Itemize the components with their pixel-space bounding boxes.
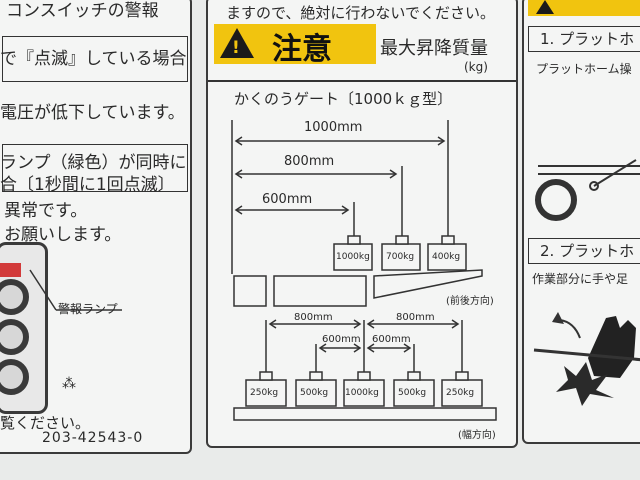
left-line-4: ランプ（緑色）が同時に bbox=[0, 153, 187, 173]
right-label-panel: 1. プラットホ プラットホーム操 2. プラットホ 作業部分に手や足 bbox=[522, 0, 640, 444]
red-lamp-icon bbox=[0, 263, 21, 277]
width-dim-600mm-right: 600mm bbox=[372, 334, 411, 345]
header-divider bbox=[208, 80, 516, 82]
width-weight-250kg-left: 250kg bbox=[250, 388, 279, 398]
step1-text: プラットホーム操 bbox=[536, 62, 632, 76]
left-notice-box-2 bbox=[2, 144, 188, 192]
width-dim-600mm-left: 600mm bbox=[322, 334, 361, 345]
width-weight-250kg-right: 250kg bbox=[446, 388, 475, 398]
mid-top-line: ますので、絶対に行わないでください。 bbox=[226, 4, 495, 22]
width-dim-800mm-right: 800mm bbox=[396, 312, 435, 323]
step1-box bbox=[528, 26, 640, 52]
weight-700kg: 700kg bbox=[386, 252, 415, 262]
lamp-leader-line bbox=[29, 269, 122, 311]
width-weight-500kg-left: 500kg bbox=[300, 388, 329, 398]
left-notice-box-1 bbox=[2, 36, 188, 82]
dim-800mm: 800mm bbox=[284, 154, 335, 169]
load-diagram bbox=[231, 120, 497, 421]
switch-button-icon-3 bbox=[0, 359, 29, 395]
step2-text: 作業部分に手や足 bbox=[532, 272, 629, 286]
exclamation-icon: ! bbox=[232, 38, 240, 58]
left-line-9: 覧ください。 bbox=[0, 414, 91, 432]
left-line-7: お願いします。 bbox=[4, 225, 122, 245]
warning-lamp-panel-illustration bbox=[0, 242, 48, 414]
right-warning-triangle-icon bbox=[536, 0, 554, 14]
width-direction: (幅方向) bbox=[458, 430, 496, 441]
switch-button-icon-2 bbox=[0, 319, 29, 355]
width-dim-800mm-left: 800mm bbox=[294, 312, 333, 323]
hand-pinch-illustration bbox=[533, 312, 640, 406]
caution-title: 注意 bbox=[272, 32, 332, 67]
dim-600mm: 600mm bbox=[262, 192, 313, 207]
lift-mechanism-illustration bbox=[535, 159, 640, 221]
left-line-5: 合〔1秒間に1回点滅〕 bbox=[0, 175, 175, 195]
caution-label-panel: ますので、絶対に行わないでください。 ! 注意 最大昇降質量 (kg) かくのう… bbox=[206, 0, 518, 448]
step2-box bbox=[528, 238, 640, 264]
weight-400kg: 400kg bbox=[432, 252, 461, 262]
left-line-2: で『点滅』している場合 bbox=[0, 49, 187, 69]
right-caution-header bbox=[528, 0, 640, 16]
unit-label: (kg) bbox=[464, 60, 488, 74]
gate-subtitle: かくのうゲート〔1000ｋｇ型〕 bbox=[234, 90, 453, 108]
part-number: 203-42543-0 bbox=[42, 430, 144, 446]
max-lift-heading: 最大昇降質量 bbox=[380, 38, 488, 59]
left-line-1: コンスイッチの警報 bbox=[6, 1, 159, 21]
scratch-mark-icon: ⁂ bbox=[62, 376, 76, 392]
weight-1000kg: 1000kg bbox=[336, 252, 370, 262]
left-line-3: 電圧が低下しています。 bbox=[0, 103, 185, 123]
caution-header: ! 注意 bbox=[214, 24, 376, 67]
width-weight-500kg-right: 500kg bbox=[398, 388, 427, 398]
switch-button-icon-1 bbox=[0, 279, 29, 315]
step1-title: 1. プラットホ bbox=[540, 30, 635, 48]
dim-1000mm: 1000mm bbox=[304, 120, 363, 135]
width-weight-1000kg: 1000kg bbox=[345, 388, 379, 398]
left-line-6: 異常です。 bbox=[4, 201, 88, 221]
left-label-panel: コンスイッチの警報 で『点滅』している場合 電圧が低下しています。 ランプ（緑色… bbox=[0, 0, 192, 454]
warning-lamp-label: 警報ランプ bbox=[58, 302, 118, 316]
warning-triangle-icon bbox=[220, 28, 254, 58]
front-back-direction: (前後方向) bbox=[446, 296, 494, 307]
step2-title: 2. プラットホ bbox=[540, 242, 635, 260]
